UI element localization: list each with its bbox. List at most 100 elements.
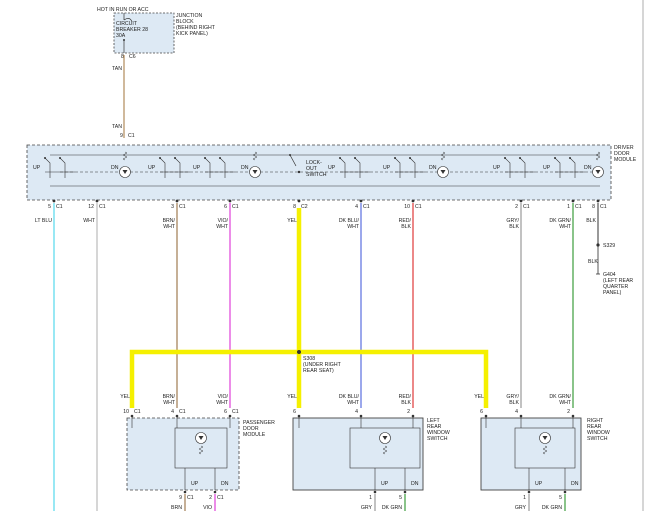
junction-bottom-conn: C6 <box>129 54 136 60</box>
driver-wire-color: DK BLU/ <box>339 218 360 224</box>
ground-label-3: PANEL) <box>603 290 622 296</box>
module-pin-number: 4 <box>515 409 518 415</box>
resistor-icon <box>595 151 601 161</box>
internal-circuit <box>349 427 421 469</box>
breaker-label-1: CIRCUIT <box>116 21 138 27</box>
switch-up-label: UP <box>383 165 391 171</box>
diode-icon <box>252 170 258 174</box>
driver-in-pin: 9 <box>120 133 123 139</box>
yellow-bus <box>129 208 489 408</box>
diode-icon <box>382 436 388 440</box>
driver-wire-color: DK GRN/ <box>549 218 571 224</box>
module-pin-number: 9 <box>179 495 182 501</box>
power-label: HOT IN RUN OR ACC <box>97 7 149 13</box>
module-pin-dot <box>213 490 217 494</box>
module-pin-dot <box>563 490 567 494</box>
module-pin-connector: C1 <box>232 409 239 415</box>
diode-icon <box>198 436 204 440</box>
diode-icon <box>595 170 601 174</box>
passenger-label-2: DOOR <box>243 426 259 432</box>
module-wire-color: YEL <box>287 394 297 400</box>
diode-icon <box>440 170 446 174</box>
switch-contact-icon <box>409 157 416 178</box>
switch-dn-label: DN <box>221 481 229 487</box>
contact-dot <box>44 157 46 159</box>
driver-wire-color: VIO/ <box>218 218 229 224</box>
switch-contact-icon <box>219 157 226 178</box>
driver-wire-color: BRN/ <box>163 218 176 224</box>
module-pin-connector: C1 <box>217 495 224 501</box>
lockout-label-1: LOCK- <box>306 160 322 166</box>
driver-wire-color: WHT <box>347 224 360 230</box>
module-pin-dot <box>403 490 407 494</box>
module-pin-connector: C1 <box>134 409 141 415</box>
module-pin-dot <box>130 414 134 418</box>
driver-pin-connector: C1 <box>415 204 422 210</box>
driver-pin-number: 10 <box>404 204 410 210</box>
driver-pin-number: 12 <box>88 204 94 210</box>
module-pin-number: 2 <box>407 409 410 415</box>
switch-contact-icon <box>44 157 51 178</box>
driver-pin-number: 2 <box>515 204 518 210</box>
contact-dot <box>504 157 506 159</box>
s308-label-3: REAR SEAT) <box>303 368 334 374</box>
driver-pin-number: 6 <box>224 204 227 210</box>
switch-contact-icon <box>59 157 66 178</box>
module-pin-connector: C1 <box>187 495 194 501</box>
module-pin-dot <box>373 490 377 494</box>
junction-block: JUNCTION BLOCK (BEHIND RIGHT KICK PANEL)… <box>113 12 216 54</box>
driver-wire-color: RED/ <box>399 218 412 224</box>
driver-pin-dot <box>297 199 301 203</box>
module-wire-color: DK GRN <box>542 505 562 511</box>
junction-label-1: JUNCTION <box>176 13 202 19</box>
wires <box>53 203 599 511</box>
module-pin-number: 6 <box>224 409 227 415</box>
module-pin-number: 5 <box>559 495 562 501</box>
driver-pin-connector: C1 <box>99 204 106 210</box>
switch-contact-icon <box>394 157 401 178</box>
module-wire-color: DK GRN <box>382 505 402 511</box>
switch-up-label: UP <box>381 481 389 487</box>
junction-label-4: KICK PANEL) <box>176 31 208 37</box>
driver-pin-number: 3 <box>171 204 174 210</box>
contact-dot <box>339 157 341 159</box>
left-rear-label-3: WINDOW <box>427 430 450 436</box>
driver-pin-connector: C1 <box>363 204 370 210</box>
ground-label-1: (LEFT REAR <box>603 278 633 284</box>
driver-pin-connector: C2 <box>301 204 308 210</box>
module-wire-color: WHT <box>163 400 176 406</box>
contact-dot <box>204 157 206 159</box>
contact-dot <box>59 157 61 159</box>
driver-pin-number: 5 <box>48 204 51 210</box>
ground-path: S329 BLK G404 (LEFT REAR QUARTER PANEL) <box>588 243 633 296</box>
ground-id: G404 <box>603 272 616 278</box>
module-pin-dot <box>484 414 488 418</box>
left-rear-label-2: REAR <box>427 424 442 430</box>
right-rear-label-4: SWITCH <box>587 436 608 442</box>
driver-wire-color: BLK <box>586 218 596 224</box>
resistor-icon <box>440 151 446 161</box>
driver-pin-dot <box>411 199 415 203</box>
switch-contact-icon <box>519 157 526 178</box>
module-wire-color: GRY <box>515 505 527 511</box>
switch-up-label: UP <box>193 165 201 171</box>
module-pin-dot <box>297 414 301 418</box>
switch-dn-label: DN <box>411 481 419 487</box>
splice-s329: S329 <box>603 243 615 249</box>
module-wire-color: YEL <box>474 394 484 400</box>
switch-contact-icon <box>339 157 346 178</box>
module-wire-color: BLK <box>401 400 411 406</box>
driver-pin-connector: C1 <box>600 204 607 210</box>
contact-dot <box>409 157 411 159</box>
module-pin-dot <box>411 414 415 418</box>
module-wire-color: RED/ <box>399 394 412 400</box>
diode-icon <box>122 170 128 174</box>
switch-contact-icon <box>174 157 181 178</box>
left-rear-window-switch <box>292 417 424 491</box>
driver-pin-connector: C1 <box>575 204 582 210</box>
s308-label-2: (UNDER RIGHT <box>303 362 342 368</box>
driver-wire-color: BLK <box>401 224 411 230</box>
contact-dot <box>554 157 556 159</box>
